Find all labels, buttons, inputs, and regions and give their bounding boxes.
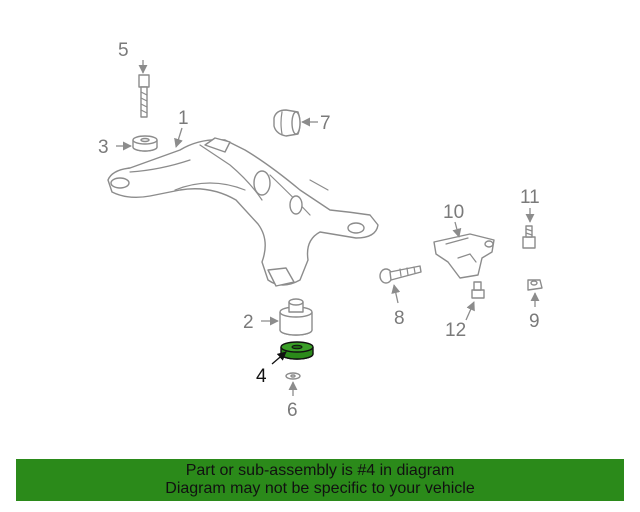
callout-10: 10	[443, 202, 464, 223]
callout-7: 7	[320, 113, 331, 134]
callout-9: 9	[529, 311, 540, 332]
part-10-mount	[433, 233, 495, 279]
callout-11: 11	[520, 187, 540, 208]
part-2-bushing	[279, 298, 313, 336]
callout-6: 6	[287, 400, 298, 421]
callout-1: 1	[178, 108, 189, 129]
callout-12: 12	[445, 320, 466, 341]
part-4-bushing-highlighted	[280, 341, 314, 360]
part-11-bolt	[522, 225, 536, 249]
part-5-bolt	[138, 74, 150, 118]
callout-5: 5	[118, 40, 129, 61]
part-7-bushing	[273, 109, 301, 137]
part-6-washer	[285, 372, 301, 380]
part-9-nut	[527, 279, 543, 291]
callout-8: 8	[394, 308, 405, 329]
leader-10	[452, 221, 462, 238]
info-banner: Part or sub-assembly is #4 in diagram Di…	[16, 459, 624, 501]
parts-diagram: 5 3 1 7 10 11 2 4 6 8 9 12	[98, 40, 543, 421]
part-1-crossmember	[107, 137, 379, 287]
part-12-bolt	[471, 281, 485, 299]
leader-12	[465, 301, 475, 321]
callout-4: 4	[256, 366, 267, 387]
callout-3: 3	[98, 137, 109, 158]
leader-4	[271, 351, 287, 365]
part-8-bolt	[379, 265, 422, 284]
leader-8	[391, 284, 401, 304]
banner-line-part: Part or sub-assembly is #4 in diagram	[185, 462, 455, 479]
leader-1	[174, 127, 183, 148]
banner-line-disclaimer: Diagram may not be specific to your vehi…	[165, 480, 475, 497]
part-3-washer	[132, 135, 158, 152]
callout-2: 2	[243, 312, 254, 333]
